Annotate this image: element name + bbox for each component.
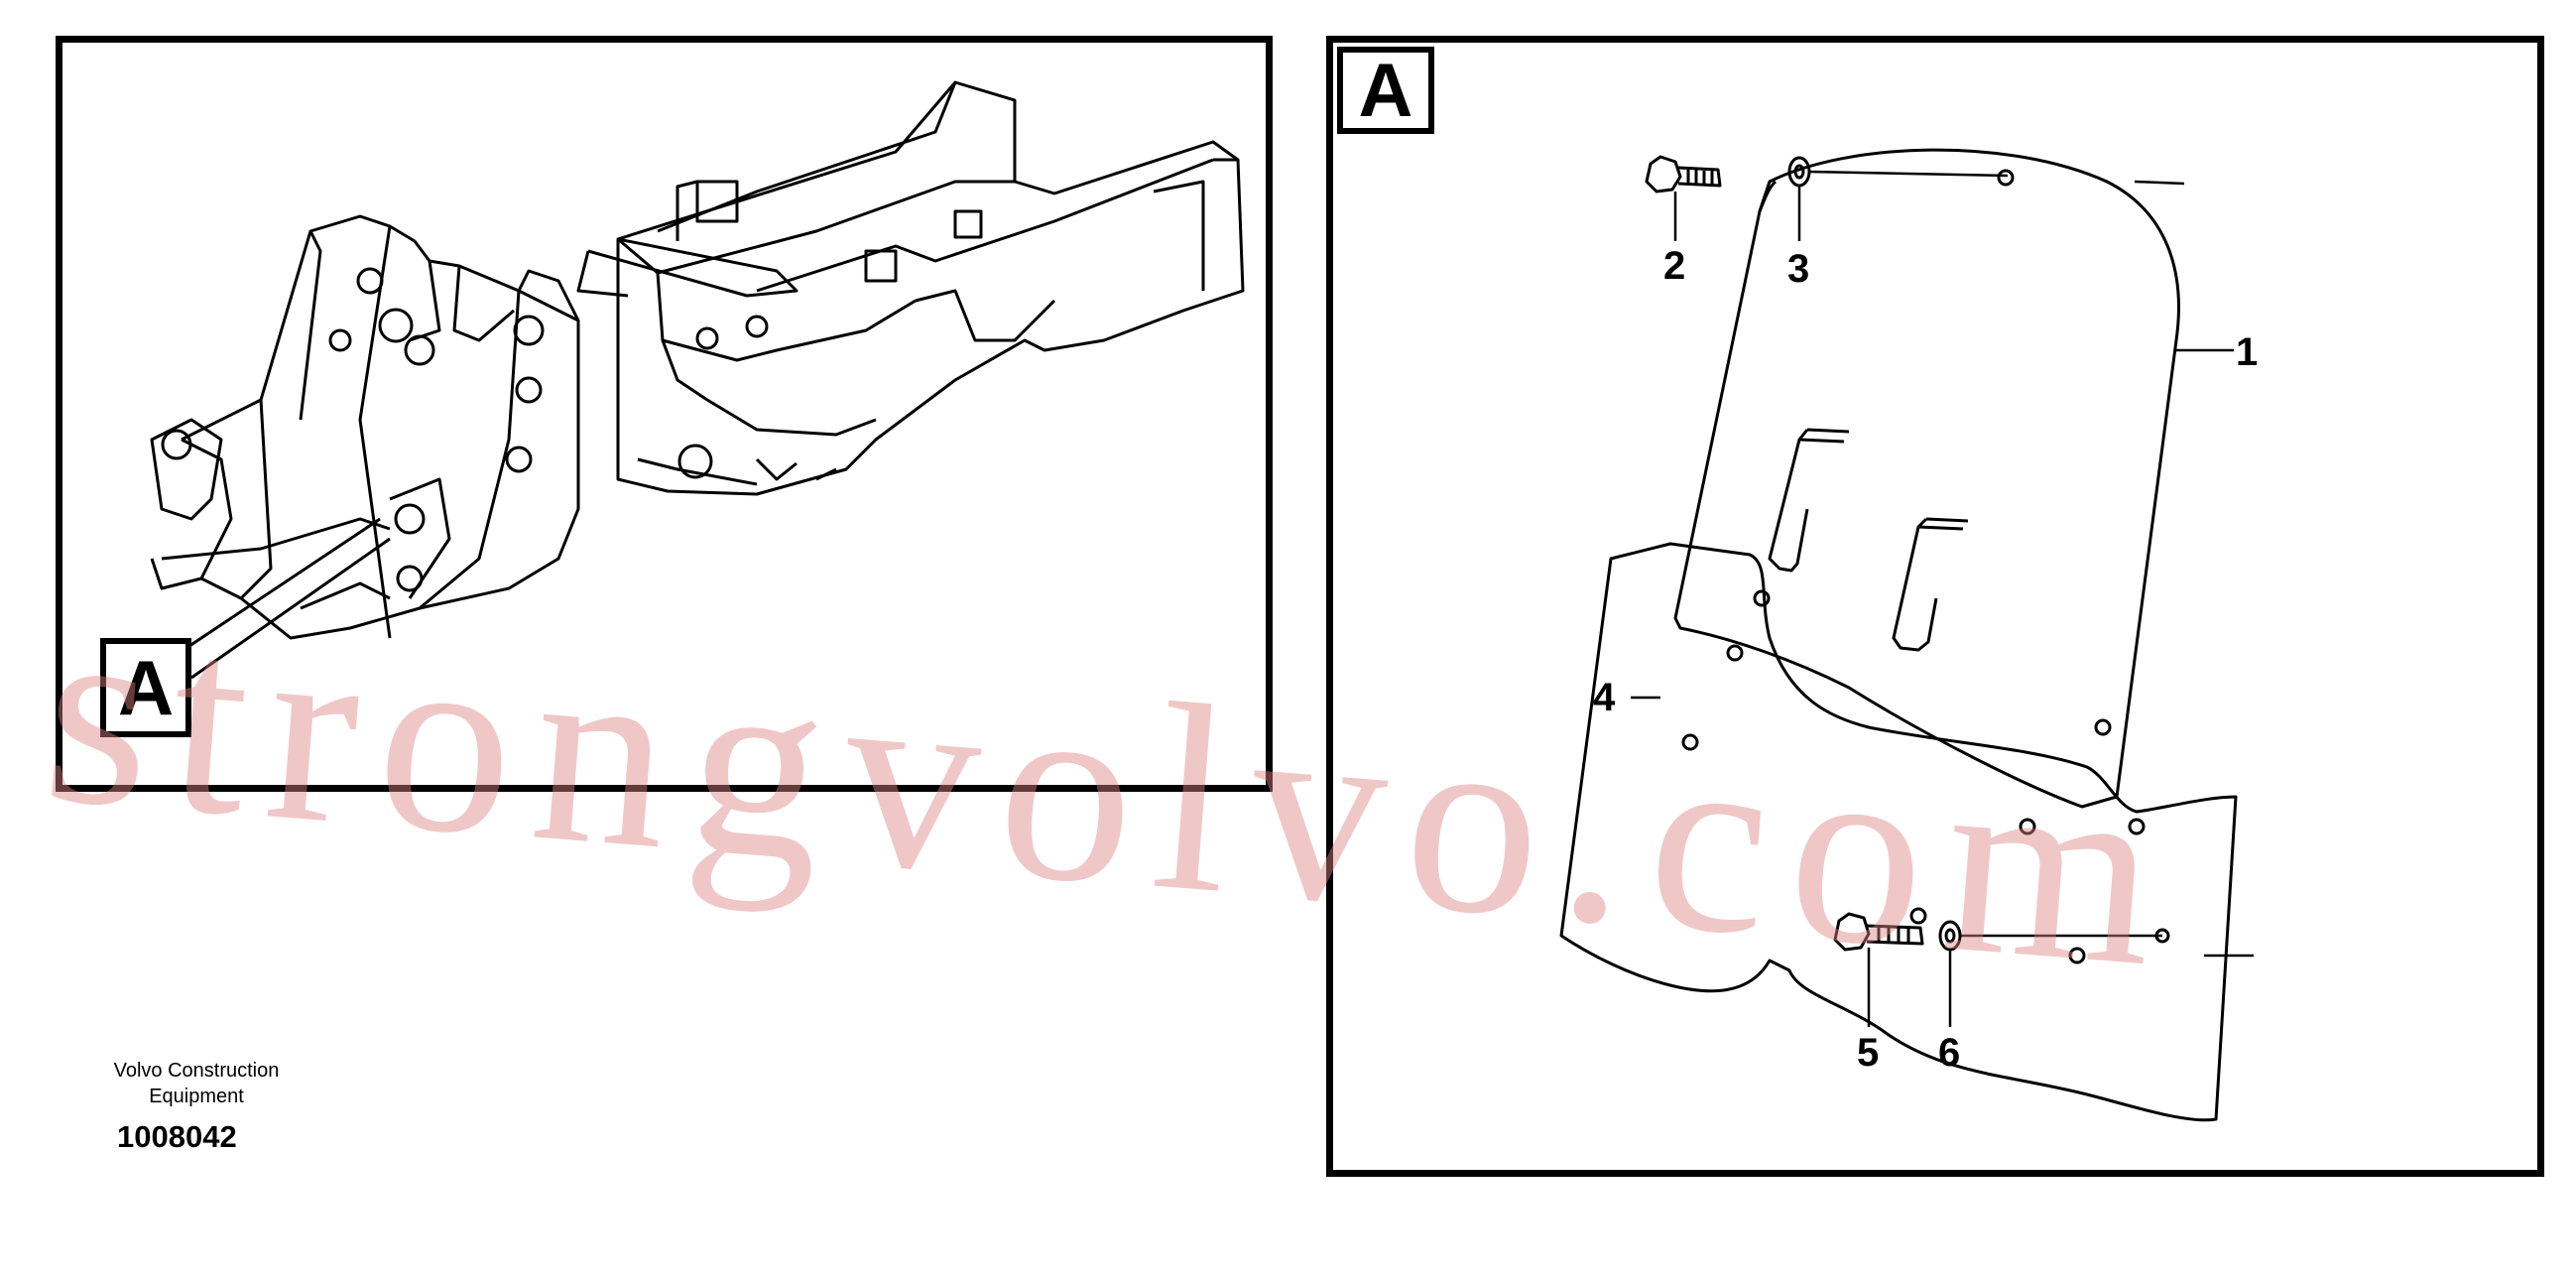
publisher-block: Volvo Construction Equipment 1008042 [77, 1058, 315, 1155]
detail-tag-a-header: A [1337, 47, 1434, 134]
callout-4: 4 [1593, 676, 1616, 719]
cover-plate-exploded-drawing [1559, 148, 2254, 1122]
rear-frame [576, 80, 1245, 496]
callout-2: 2 [1663, 244, 1686, 288]
frame-overview-drawing [150, 80, 1245, 680]
callout-3: 3 [1787, 247, 1810, 291]
callout-1: 1 [2236, 330, 2259, 374]
callout-leaders [1631, 180, 2254, 1027]
bottom-bolt-assembly [1833, 912, 2170, 952]
overview-panel: A [56, 36, 1273, 792]
leader-cover-edge [2134, 180, 2185, 186]
front-frame [150, 214, 580, 640]
callout-6: 6 [1938, 1031, 1961, 1075]
detail-a-panel: A [1326, 36, 2544, 1177]
publisher-name: Volvo Construction Equipment [113, 1060, 280, 1107]
inspection-cover [1673, 148, 2180, 809]
base-plate [1559, 542, 2238, 1122]
detail-leader-line [171, 517, 391, 680]
detail-tag-a: A [100, 638, 191, 737]
top-bolt-assembly [1645, 155, 2009, 193]
illustration-number: 1008042 [117, 1119, 237, 1154]
callout-5: 5 [1857, 1031, 1880, 1075]
